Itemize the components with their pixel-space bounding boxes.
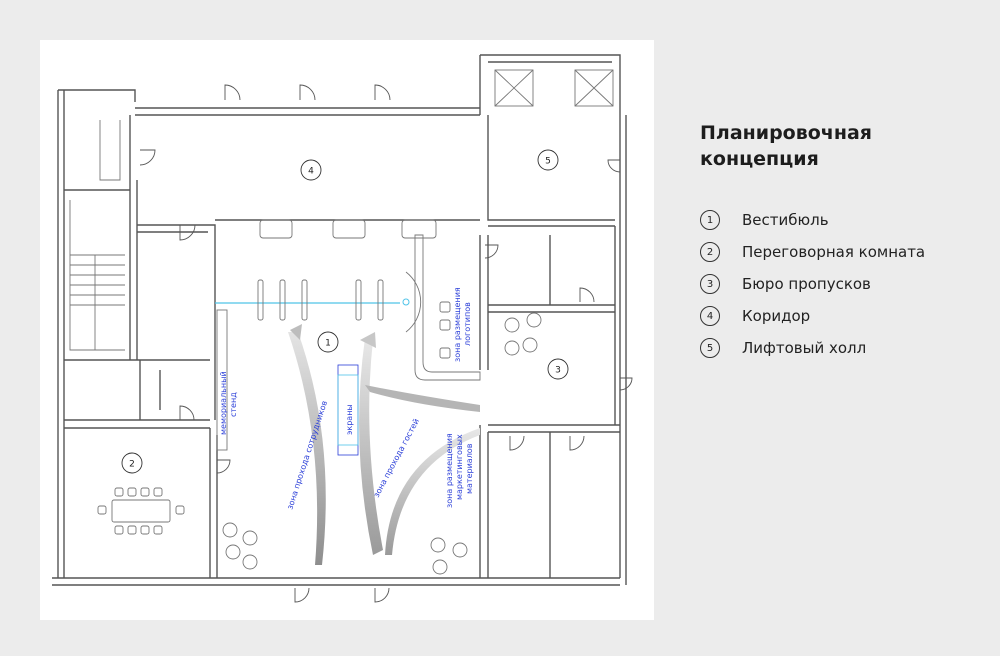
svg-text:5: 5 (545, 157, 551, 167)
title-line-2: концепция (700, 148, 819, 170)
legend-number: 4 (700, 306, 720, 326)
room-number-2: 2 (121, 452, 143, 474)
guest-path-label: зона прохода гостей (372, 417, 421, 499)
legend-label: Бюро пропусков (742, 275, 871, 293)
svg-text:логотипов: логотипов (463, 302, 472, 346)
svg-text:стенд: стенд (229, 392, 238, 417)
room-number-5: 5 (537, 149, 559, 171)
turnstiles (215, 279, 400, 321)
vestibule-armchairs (222, 522, 468, 575)
svg-text:материалов: материалов (465, 443, 474, 494)
logo-zone-label: зона размещения логотипов (453, 287, 472, 362)
floor-plan: 1 2 3 4 5 (52, 54, 633, 603)
partitions (64, 219, 620, 578)
elevator-shafts (487, 69, 615, 227)
legend-label: Лифтовый холл (742, 339, 867, 357)
room-number-4: 4 (300, 159, 322, 181)
memorial-stand-wall (216, 309, 228, 451)
svg-text:зона размещения: зона размещения (453, 287, 462, 362)
screens (337, 364, 359, 456)
floor-plan-panel: 1 2 3 4 5 (40, 40, 654, 620)
room-number-3: 3 (547, 358, 569, 380)
legend-item: 4 Коридор (700, 300, 925, 332)
legend-item: 2 Переговорная комната (700, 236, 925, 268)
legend-item: 5 Лифтовый холл (700, 332, 925, 364)
legend-number: 2 (700, 242, 720, 262)
svg-text:1: 1 (325, 339, 331, 349)
memorial-stand-label: мемориальный стенд (219, 371, 238, 435)
svg-text:зона размещения: зона размещения (445, 433, 454, 508)
svg-text:4: 4 (308, 167, 314, 177)
corridor-benches (259, 219, 437, 239)
legend-label: Вестибюль (742, 211, 829, 229)
meeting-table (97, 487, 185, 535)
svg-text:2: 2 (129, 460, 135, 470)
room-numbers: 1 2 3 4 5 (121, 149, 569, 474)
legend-number: 5 (700, 338, 720, 358)
legend-number: 1 (700, 210, 720, 230)
svg-text:мемориальный: мемориальный (219, 371, 228, 435)
screens-label: экраны (345, 404, 354, 435)
title-line-1: Планировочная (700, 122, 873, 144)
room-number-1: 1 (317, 331, 339, 353)
page-title: Планировочная концепция (700, 120, 960, 172)
legend-number: 3 (700, 274, 720, 294)
legend-label: Коридор (742, 307, 811, 325)
svg-text:3: 3 (555, 366, 561, 376)
legend-item: 1 Вестибюль (700, 204, 925, 236)
svg-text:маркетинговых: маркетинговых (455, 434, 464, 500)
stair-block (64, 115, 138, 360)
flow-arrows (288, 324, 480, 565)
reception-desk (402, 234, 481, 381)
outer-walls (52, 54, 627, 586)
pass-office-furniture (439, 301, 542, 359)
doors (139, 84, 633, 603)
legend: 1 Вестибюль 2 Переговорная комната 3 Бюр… (700, 204, 925, 364)
legend-item: 3 Бюро пропусков (700, 268, 925, 300)
legend-label: Переговорная комната (742, 243, 926, 261)
marketing-zone-label: зона размещения маркетинговых материалов (445, 433, 474, 508)
